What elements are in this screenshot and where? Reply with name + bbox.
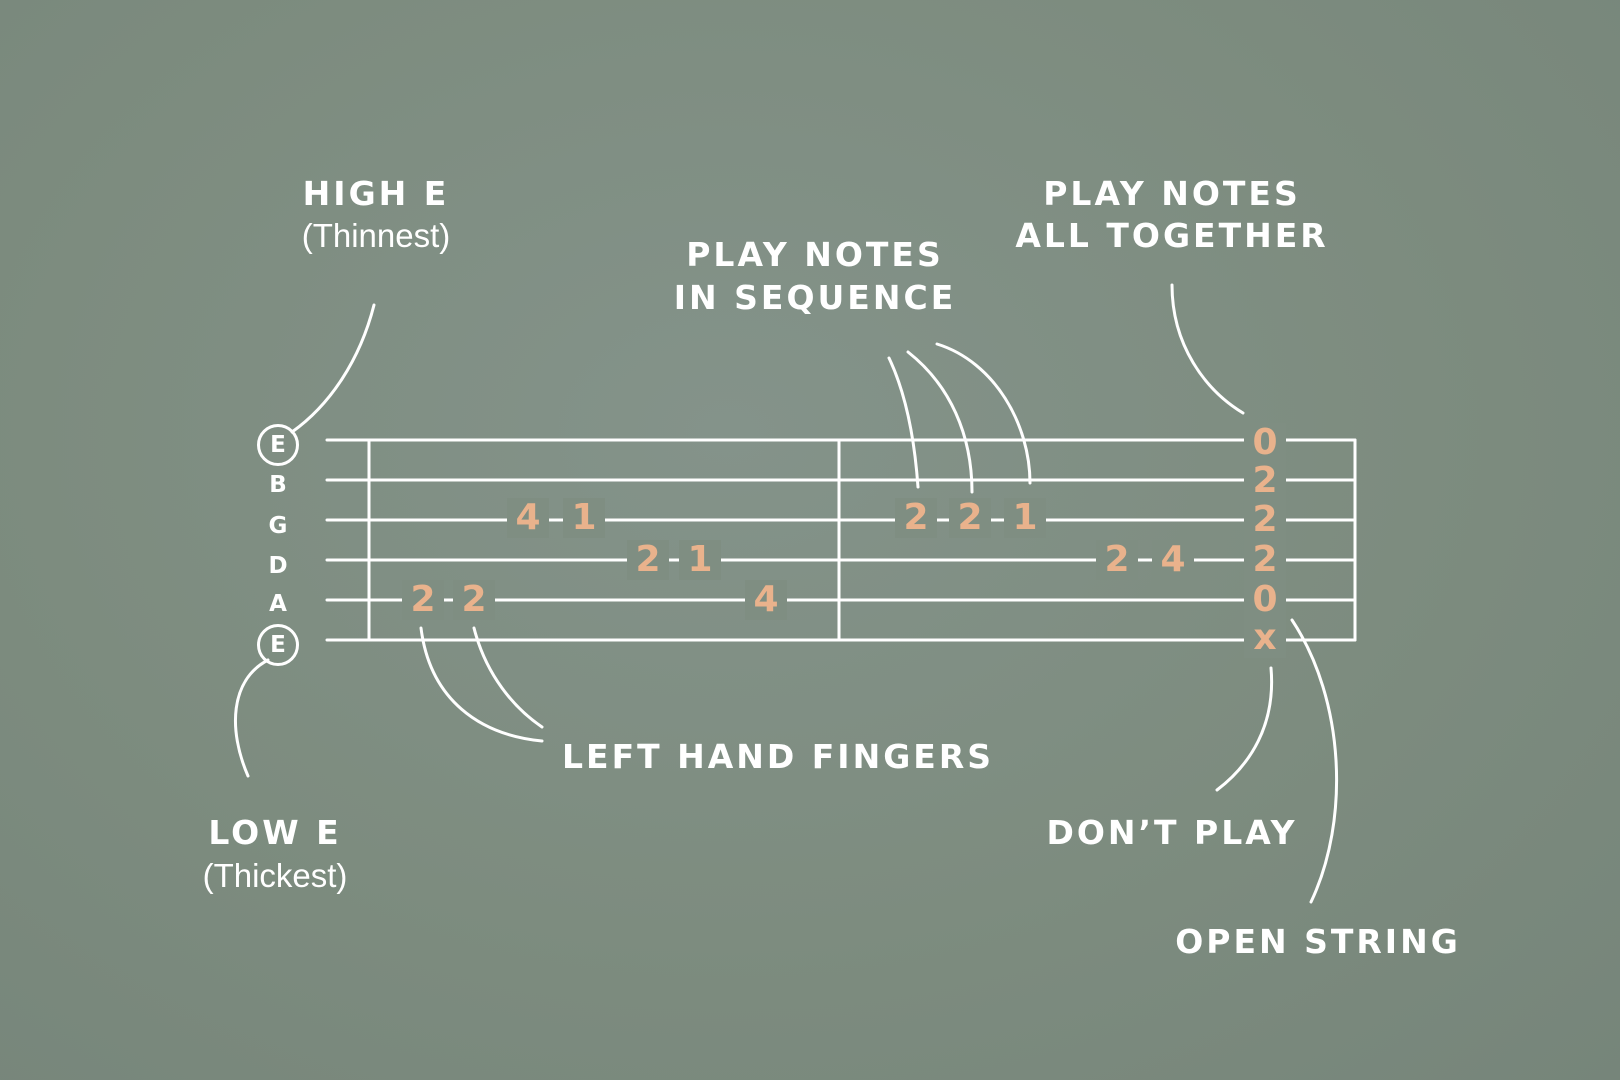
fret-number: 2	[453, 580, 495, 620]
together-label-line-1: PLAY NOTES	[1043, 174, 1301, 213]
string-name-d: D	[268, 553, 288, 579]
chord-note-a: 0	[1244, 580, 1286, 620]
high-e-sublabel: (Thinnest)	[301, 217, 451, 254]
fret-number: 4	[745, 580, 787, 620]
string-name-low-e: E	[270, 632, 286, 658]
low-e-circle	[257, 624, 299, 666]
leader-finger-1	[419, 626, 544, 743]
chord-note-g: 2	[1244, 500, 1286, 540]
open-string-label: OPEN STRING	[1175, 922, 1461, 961]
fret-number: 4	[507, 498, 549, 538]
leader-open-string	[1290, 618, 1339, 904]
leader-low-e	[233, 658, 270, 778]
fret-number: 1	[679, 540, 721, 580]
chord-note-high-e: 0	[1244, 423, 1286, 463]
high-e-label: HIGH E	[302, 174, 450, 213]
leader-dont-play	[1215, 666, 1274, 792]
fret-number: 2	[627, 540, 669, 580]
fret-number: 2	[1096, 540, 1138, 580]
string-name-a: A	[269, 591, 287, 617]
high-e-circle	[257, 424, 299, 466]
leader-finger-2	[472, 626, 544, 729]
fret-number: 1	[563, 498, 605, 538]
fret-number: 4	[1152, 540, 1194, 580]
dont-play-label: DON’T PLAY	[1046, 813, 1298, 852]
fret-number: 2	[895, 498, 937, 538]
leader-high-e	[290, 303, 376, 434]
together-label-line-2: ALL TOGETHER	[1015, 216, 1329, 255]
chord-note-d: 2	[1244, 540, 1286, 580]
leader-sequence-1	[887, 356, 920, 489]
left-hand-fingers-label: LEFT HAND FINGERS	[562, 737, 995, 776]
sequence-label-line-1: PLAY NOTES	[686, 235, 944, 274]
string-name-b: B	[269, 472, 287, 498]
fret-number: 2	[402, 580, 444, 620]
chord-note-low-e: x	[1244, 618, 1286, 658]
fret-number: 2	[949, 498, 991, 538]
low-e-sublabel: (Thickest)	[202, 857, 348, 894]
leader-together	[1170, 283, 1245, 415]
chord-note-b: 2	[1244, 461, 1286, 501]
string-name-g: G	[268, 513, 288, 539]
leader-sequence-2	[906, 350, 974, 494]
string-name-high-e: E	[270, 432, 286, 458]
low-e-label: LOW E	[208, 813, 342, 852]
leader-sequence-3	[935, 342, 1032, 485]
sequence-label-line-2: IN SEQUENCE	[673, 278, 957, 317]
fret-number: 1	[1004, 498, 1046, 538]
